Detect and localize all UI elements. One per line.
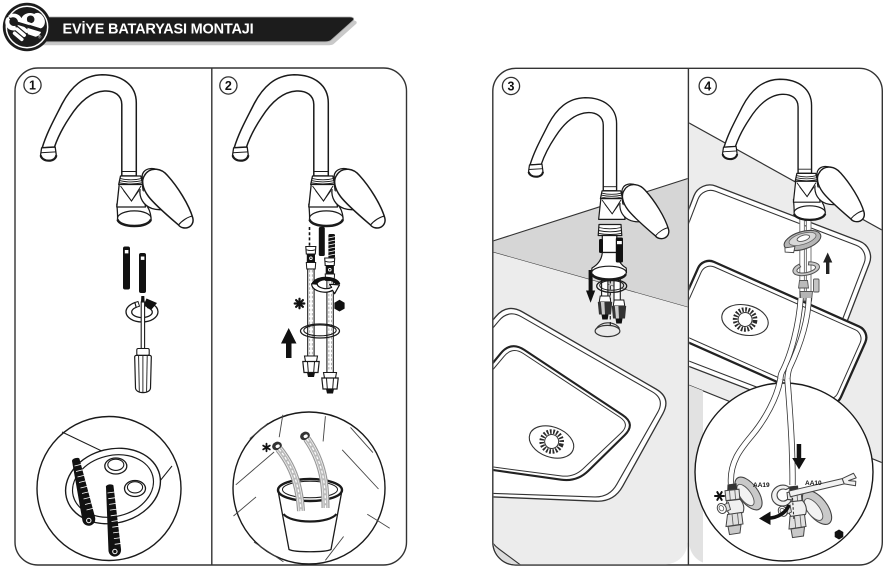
svg-text:EVİYE BATARYASI MONTAJI: EVİYE BATARYASI MONTAJI: [63, 21, 254, 38]
svg-text:AA19: AA19: [753, 482, 770, 489]
svg-text:3: 3: [508, 80, 515, 94]
svg-text:2: 2: [225, 79, 232, 93]
svg-text:®: ®: [38, 34, 42, 40]
svg-text:AA10: AA10: [805, 480, 822, 487]
svg-text:4: 4: [704, 80, 711, 94]
svg-text:1: 1: [29, 79, 36, 93]
